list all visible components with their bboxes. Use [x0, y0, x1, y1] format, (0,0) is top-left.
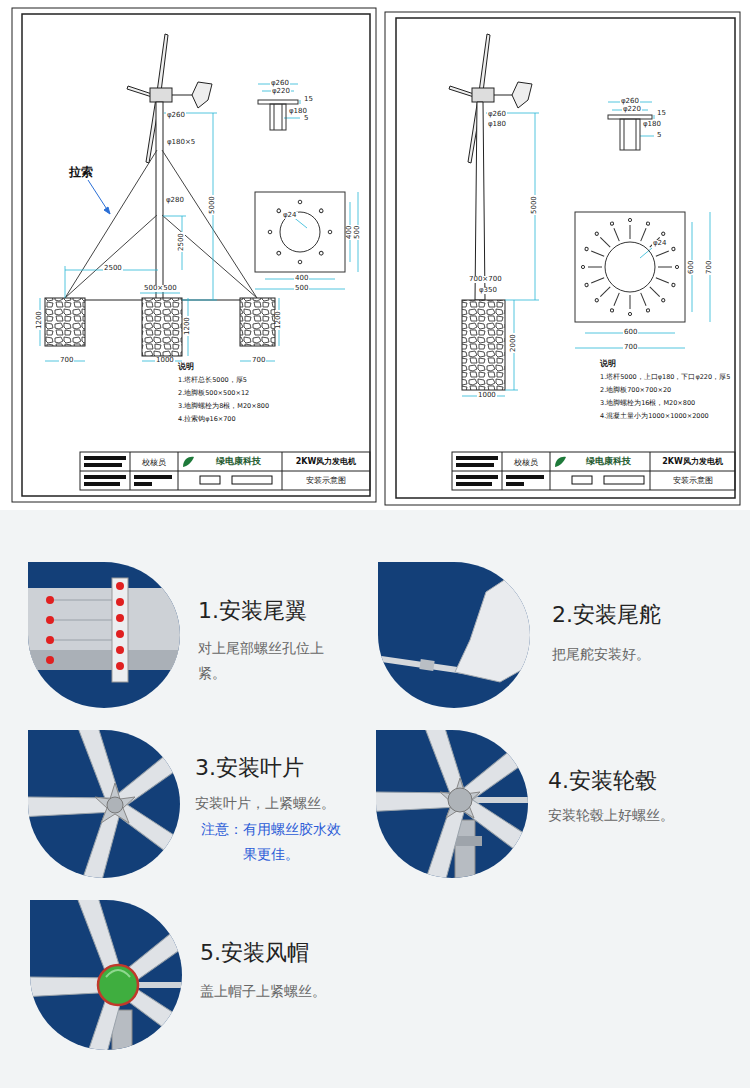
step-text: 安装轮毂上好螺丝。	[548, 803, 708, 828]
dimension-label: φ24	[652, 240, 668, 247]
cell-text: 2KW风力发电机	[662, 456, 723, 467]
dimension-label: φ220	[271, 88, 291, 95]
note-text: 3.地脚螺栓为8根，M20×800	[178, 403, 269, 410]
dimension-label: 700×700	[468, 276, 503, 283]
dimension-label: 1200	[275, 310, 282, 330]
dimension-label: φ180	[288, 108, 308, 115]
title-blocks	[80, 452, 735, 490]
left-dimension-lines	[40, 84, 358, 361]
dimension-label: 2500	[178, 232, 185, 252]
dimension-label: φ180×5	[166, 139, 196, 146]
dimension-label: 1200	[36, 310, 43, 330]
note-text: 1.塔杆总长5000，厚5	[178, 377, 247, 384]
step-text: 盖上帽子上紧螺丝。	[200, 979, 360, 1004]
dimension-label: φ180	[487, 121, 507, 128]
drawing-frames	[12, 8, 740, 505]
cell-text: 2KW风力发电机	[296, 456, 357, 467]
dimension-label: φ260	[166, 112, 186, 119]
note-heading: 说明	[600, 360, 616, 368]
step-icon-3	[4, 697, 211, 914]
step-title: 2.安装尾舵	[552, 604, 661, 626]
dimension-label: 5	[656, 132, 662, 139]
dimension-label: 2000	[510, 333, 517, 353]
left-details	[255, 100, 345, 272]
title-block-cell: 绿电康科技	[568, 453, 649, 470]
dimension-label: 15	[656, 110, 667, 117]
dimension-label: 1200	[184, 316, 191, 336]
title-block-marks	[84, 456, 644, 486]
dimension-label: 400	[294, 275, 309, 282]
step-text: 对上尾部螺丝孔位上紧。	[198, 636, 334, 685]
note-heading: 说明	[178, 363, 194, 371]
note-text: 3.地脚螺栓为16根，M20×800	[600, 400, 695, 407]
right-dimension-lines	[462, 102, 710, 396]
dimension-label: φ220	[622, 106, 642, 113]
title-block-cell: 绿电康科技	[196, 453, 281, 470]
dimension-label: 2500	[103, 265, 123, 272]
cell-text: 校核员	[142, 457, 166, 468]
step-icon-5	[7, 877, 214, 1088]
left-turbine	[45, 34, 275, 356]
title-block-cell: 校核员	[503, 454, 549, 470]
cell-text: 安装示意图	[673, 475, 713, 486]
dimension-label: 1000	[155, 357, 175, 364]
cable-leader	[88, 180, 110, 214]
title-block-cell: 校核员	[131, 454, 177, 470]
cell-text: 绿电康科技	[586, 455, 631, 468]
cell-text: 安装示意图	[306, 475, 346, 486]
dimension-label: 600	[623, 329, 638, 336]
step-note: 注意：有用螺丝胶水效果更佳。	[195, 817, 347, 866]
step-title: 5.安装风帽	[200, 942, 309, 964]
step-title: 4.安装轮毂	[548, 770, 657, 792]
dimension-label: φ260	[487, 111, 507, 118]
step-text: 把尾舵安装好。	[552, 642, 712, 667]
step-icon-2	[375, 562, 532, 708]
dimension-label: φ24	[282, 212, 298, 219]
note-text: 2.地脚板700×700×20	[600, 387, 671, 394]
dimension-label: φ180	[642, 121, 662, 128]
note-text: 4.拉索钩φ16×700	[178, 416, 236, 423]
dimension-label: 700	[623, 344, 638, 351]
title-block-cell: 2KW风力发电机	[283, 453, 369, 470]
dimension-label: 5000	[209, 195, 216, 215]
step-title: 1.安装尾翼	[198, 600, 307, 622]
note-text: 2.地脚板500×500×12	[178, 390, 249, 397]
cable-label: 拉索	[68, 166, 94, 178]
dimension-label: 700	[706, 260, 713, 275]
dimension-label: 15	[303, 96, 314, 103]
step-icon-4	[349, 692, 556, 909]
dimension-label: 500	[294, 285, 309, 292]
note-text: 1.塔杆5000，上口φ180，下口φ220，厚5	[600, 374, 730, 381]
dimension-label: 1000	[477, 392, 497, 399]
title-block-cell: 安装示意图	[283, 472, 369, 489]
dimension-label: 600	[688, 260, 695, 275]
step-title: 3.安装叶片	[195, 757, 304, 779]
dimension-label: φ260	[270, 80, 290, 87]
note-text: 4.混凝土量小为1000×1000×2000	[600, 413, 709, 420]
cell-text: 校核员	[514, 457, 538, 468]
dimension-label: 700	[59, 357, 74, 364]
right-turbine	[449, 34, 532, 390]
dimension-label: 400	[346, 225, 353, 240]
dimension-label: 5000	[531, 195, 538, 215]
bottom-ground	[0, 510, 750, 1088]
step-icon-1	[20, 562, 190, 708]
title-block-cell: 2KW风力发电机	[651, 453, 734, 470]
dimension-label: φ350	[478, 287, 498, 294]
right-details	[575, 115, 685, 322]
dimension-label: 5	[303, 115, 309, 122]
dimension-label: φ280	[165, 197, 185, 204]
dimension-label: 700	[251, 357, 266, 364]
dimension-label: 500	[354, 225, 361, 240]
dimension-label: φ260	[620, 98, 640, 105]
title-block-cell: 安装示意图	[651, 472, 734, 489]
step-text: 安装叶片，上紧螺丝。	[195, 791, 355, 816]
dimension-label: 500×500	[143, 285, 178, 292]
cell-text: 绿电康科技	[216, 455, 261, 468]
